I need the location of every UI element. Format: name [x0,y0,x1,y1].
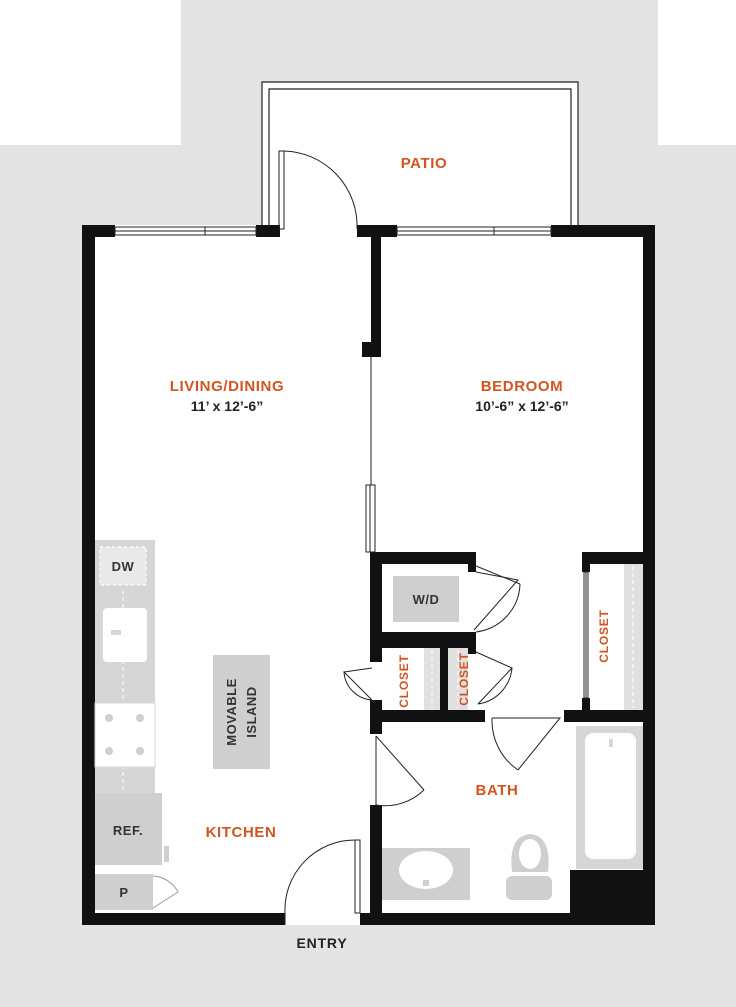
bedroom-label: BEDROOM [481,378,564,395]
island-label-line1: MOVABLE [224,678,239,746]
island-label-line2: ISLAND [244,686,259,737]
dishwasher-label: DW [112,559,135,574]
washer-dryer [393,576,459,622]
kitchen-counter [94,540,179,910]
bath-fixtures [382,726,643,900]
pantry-label: P [119,885,128,900]
movable-island[interactable] [213,655,270,769]
closet-right-label: CLOSET [597,609,611,662]
closet-shelves [382,564,643,710]
entry-label: ENTRY [297,935,348,951]
patio-label: PATIO [401,155,448,172]
interior-floor [82,225,655,925]
kitchen-label: KITCHEN [206,824,277,841]
fridge-label: REF. [113,823,143,838]
windows [114,226,552,236]
closet-mid-label: CLOSET [457,652,471,705]
interior-doors [284,357,589,925]
bedroom-dimensions: 10’-6” x 12’-6” [475,398,568,414]
patio-area [261,81,579,230]
exterior-walls [82,225,655,925]
bath-label: BATH [476,782,519,799]
closet-left-label: CLOSET [397,654,411,707]
living-dining-dimensions: 11’ x 12’-6” [191,398,263,414]
interior-walls [362,237,655,913]
patio-door [278,150,358,230]
living-dining-label: LIVING/DINING [170,378,284,395]
washer-dryer-label: W/D [413,592,440,607]
